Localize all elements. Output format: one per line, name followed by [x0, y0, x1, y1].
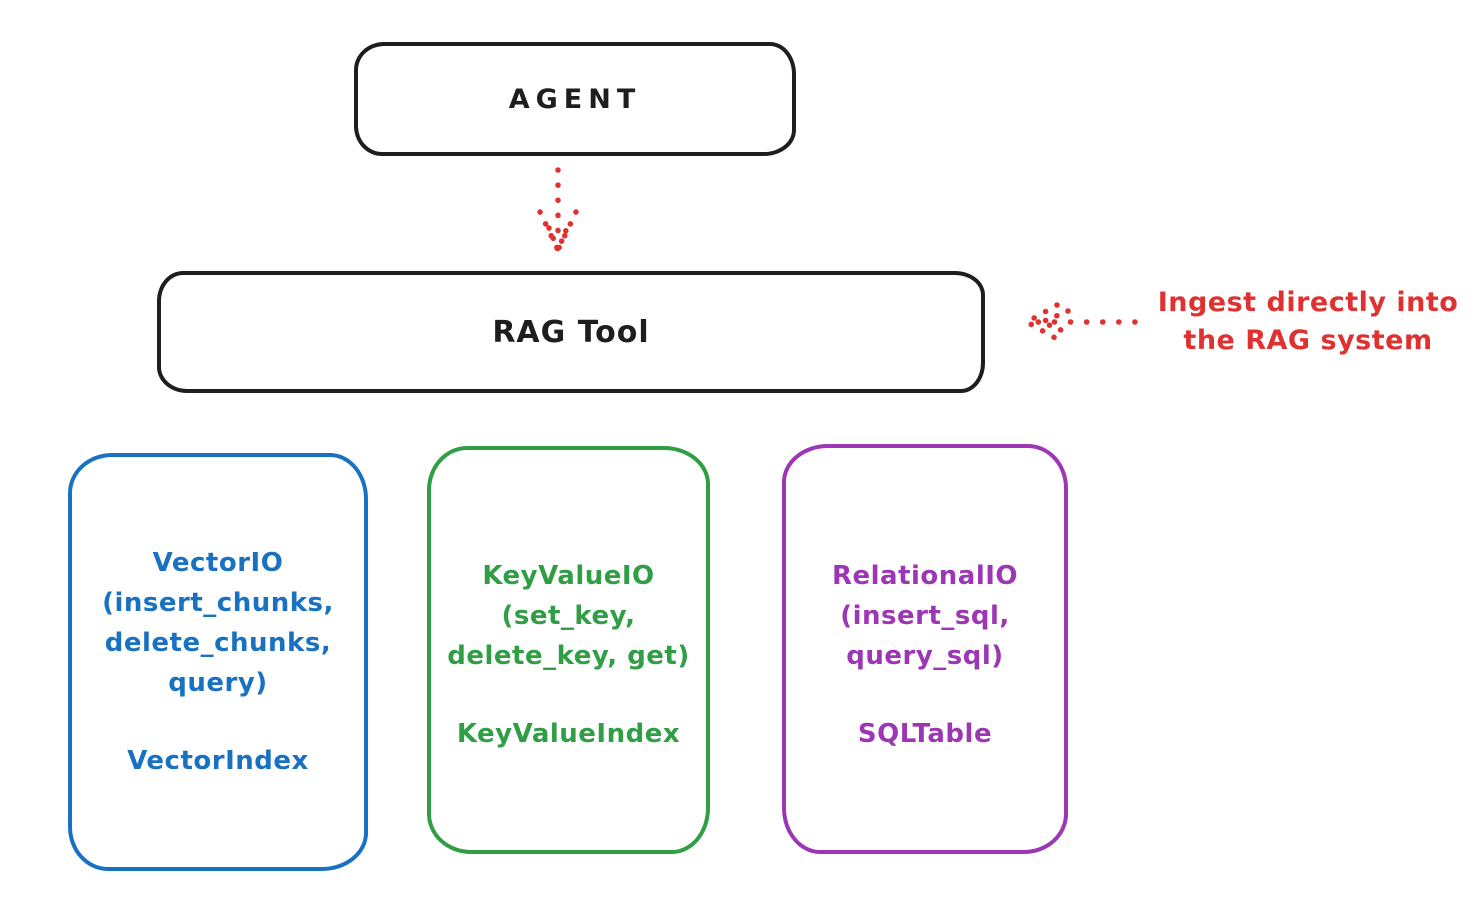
node-vector-io: VectorIO (insert_chunks, delete_chunks, …: [68, 453, 368, 871]
node-rag-tool-label: RAG Tool: [492, 314, 650, 350]
node-vector-io-line: VectorIO: [152, 548, 284, 578]
node-key-value-io-line: (set_key,: [501, 601, 636, 631]
node-relational-io-line: query_sql): [846, 641, 1004, 671]
node-vector-io-line: (insert_chunks,: [102, 588, 334, 618]
node-agent-label: AGENT: [508, 83, 642, 115]
ingest-annotation-line: Ingest directly into: [1157, 287, 1459, 318]
node-vector-io-line: query): [168, 668, 268, 698]
ingest-annotation-line: the RAG system: [1183, 325, 1433, 356]
node-key-value-io-line: KeyValueIO: [482, 561, 655, 591]
node-vector-io-index-label: VectorIndex: [127, 746, 309, 776]
node-relational-io-table-label: SQLTable: [857, 719, 993, 749]
ingest-annotation: Ingest directly into the RAG system: [1138, 284, 1478, 360]
node-relational-io-line: RelationalIO: [831, 561, 1019, 591]
node-key-value-io: KeyValueIO (set_key, delete_key, get) Ke…: [427, 446, 710, 854]
ingest-arrow: [1021, 302, 1138, 342]
node-key-value-io-index-label: KeyValueIndex: [456, 719, 681, 749]
node-vector-io-line: delete_chunks,: [104, 628, 332, 658]
agent-to-ragtool-arrow: [537, 167, 579, 258]
node-agent: AGENT: [354, 42, 796, 156]
node-relational-io: RelationalIO (insert_sql, query_sql) SQL…: [782, 444, 1068, 854]
node-relational-io-line: (insert_sql,: [840, 601, 1010, 631]
node-key-value-io-line: delete_key, get): [447, 641, 690, 671]
node-rag-tool: RAG Tool: [157, 271, 985, 393]
